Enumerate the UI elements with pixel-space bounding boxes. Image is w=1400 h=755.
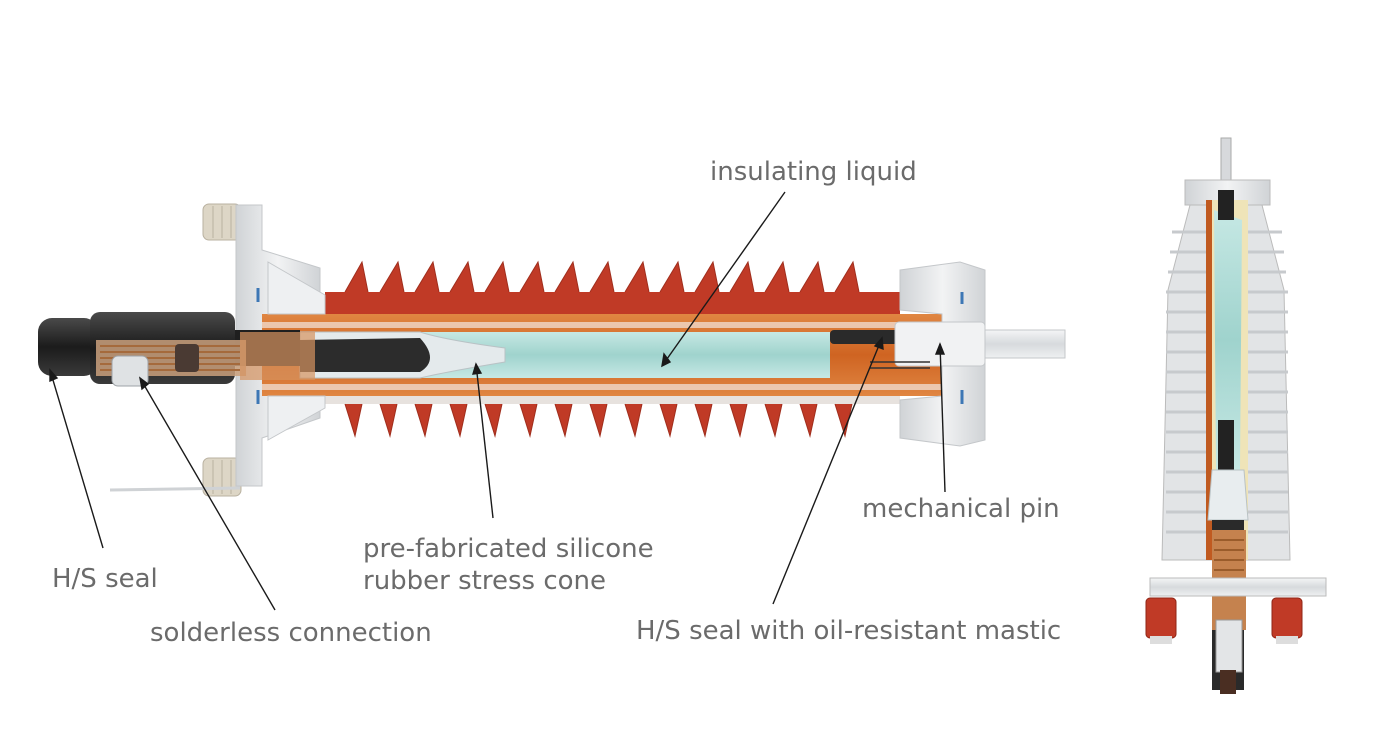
leader-stress-cone: [475, 363, 494, 519]
leader-lines: [49, 191, 946, 611]
label-stress-cone-line1: pre-fabricated silicone: [363, 534, 654, 564]
top-terminal-rod: [984, 329, 1066, 359]
mounting-bolt-bottom: [202, 457, 242, 497]
leader-solderless: [139, 377, 276, 611]
mounting-bolt-top: [202, 203, 242, 241]
lower-sheds: [325, 394, 900, 438]
solderless-connection: [96, 332, 315, 387]
leader-mechanical-pin: [939, 343, 946, 493]
label-mechanical-pin: mechanical pin: [862, 494, 1060, 524]
label-hs-seal-mastic: H/S seal with oil-resistant mastic: [636, 616, 1062, 646]
vertical-termination: [1145, 137, 1327, 694]
support-rod: [109, 486, 241, 492]
leader-hs-seal: [49, 369, 104, 549]
label-stress-cone: pre-fabricated silicone rubber stress co…: [363, 533, 654, 597]
leader-hs-mastic: [772, 337, 883, 605]
upper-sheds: [325, 260, 900, 314]
label-solderless-connection: solderless connection: [150, 618, 432, 648]
leader-insulating-liquid: [661, 191, 786, 367]
insulating-liquid: [400, 332, 830, 378]
label-hs-seal: H/S seal: [52, 564, 158, 594]
label-stress-cone-line2: rubber stress cone: [363, 566, 607, 596]
label-insulating-liquid: insulating liquid: [710, 157, 917, 187]
